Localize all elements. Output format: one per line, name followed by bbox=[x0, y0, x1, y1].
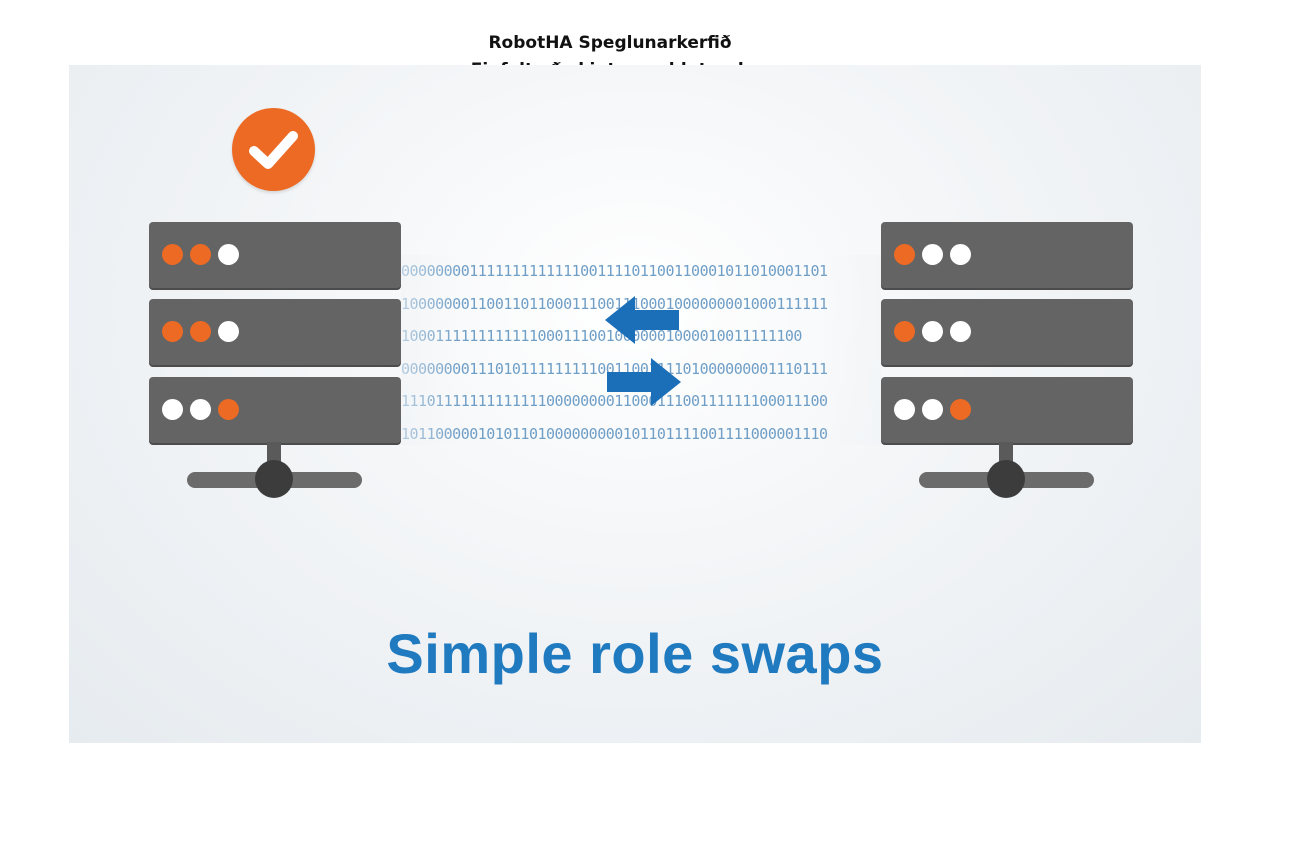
server-rack bbox=[149, 299, 401, 365]
binary-line: 0000000011111111111110011110110011000101… bbox=[401, 262, 828, 280]
status-light-orange bbox=[190, 244, 211, 265]
status-light-orange bbox=[162, 244, 183, 265]
server-rack bbox=[149, 222, 401, 288]
status-light-white bbox=[162, 399, 183, 420]
server-rack bbox=[881, 222, 1133, 288]
server-rack bbox=[881, 377, 1133, 443]
status-light-white bbox=[922, 244, 943, 265]
server-left bbox=[149, 222, 401, 502]
swap-arrows bbox=[605, 296, 681, 406]
binary-line: 1000000011001101100011100111000100000000… bbox=[401, 294, 828, 313]
network-hub bbox=[987, 460, 1025, 498]
status-light-orange bbox=[162, 321, 183, 342]
status-light-white bbox=[922, 321, 943, 342]
status-light-orange bbox=[190, 321, 211, 342]
network-hub bbox=[255, 460, 293, 498]
binary-line: 0000000011101011111111100110011110100000… bbox=[401, 359, 828, 378]
server-rack bbox=[149, 377, 401, 443]
fade-right bbox=[821, 255, 881, 445]
server-right bbox=[881, 222, 1133, 502]
status-light-white bbox=[218, 244, 239, 265]
check-icon bbox=[232, 108, 315, 191]
status-light-orange bbox=[894, 321, 915, 342]
status-light-white bbox=[950, 321, 971, 342]
status-light-white bbox=[922, 399, 943, 420]
caption-title: RobotHA Speglunarkerfið bbox=[488, 33, 732, 53]
headline: Simple role swaps bbox=[386, 622, 884, 685]
arrow-right-icon bbox=[607, 358, 681, 406]
fade-left bbox=[401, 255, 461, 445]
binary-line: 1011000001010110100000000010110111100111… bbox=[401, 424, 828, 443]
binary-stream: 0000000011111111111110011110110011000101… bbox=[401, 255, 881, 445]
status-light-white bbox=[894, 399, 915, 420]
status-light-orange bbox=[950, 399, 971, 420]
status-light-orange bbox=[218, 399, 239, 420]
arrow-left-icon bbox=[605, 296, 679, 344]
diagram-panel: 0000000011111111111110011110110011000101… bbox=[69, 65, 1201, 743]
binary-line: 1110111111111111100000000110001110011111… bbox=[401, 392, 828, 410]
status-light-white bbox=[218, 321, 239, 342]
status-light-white bbox=[950, 244, 971, 265]
binary-line: 1000111111111111000111001000000100001001… bbox=[401, 327, 802, 345]
status-light-orange bbox=[894, 244, 915, 265]
server-rack bbox=[881, 299, 1133, 365]
status-light-white bbox=[190, 399, 211, 420]
